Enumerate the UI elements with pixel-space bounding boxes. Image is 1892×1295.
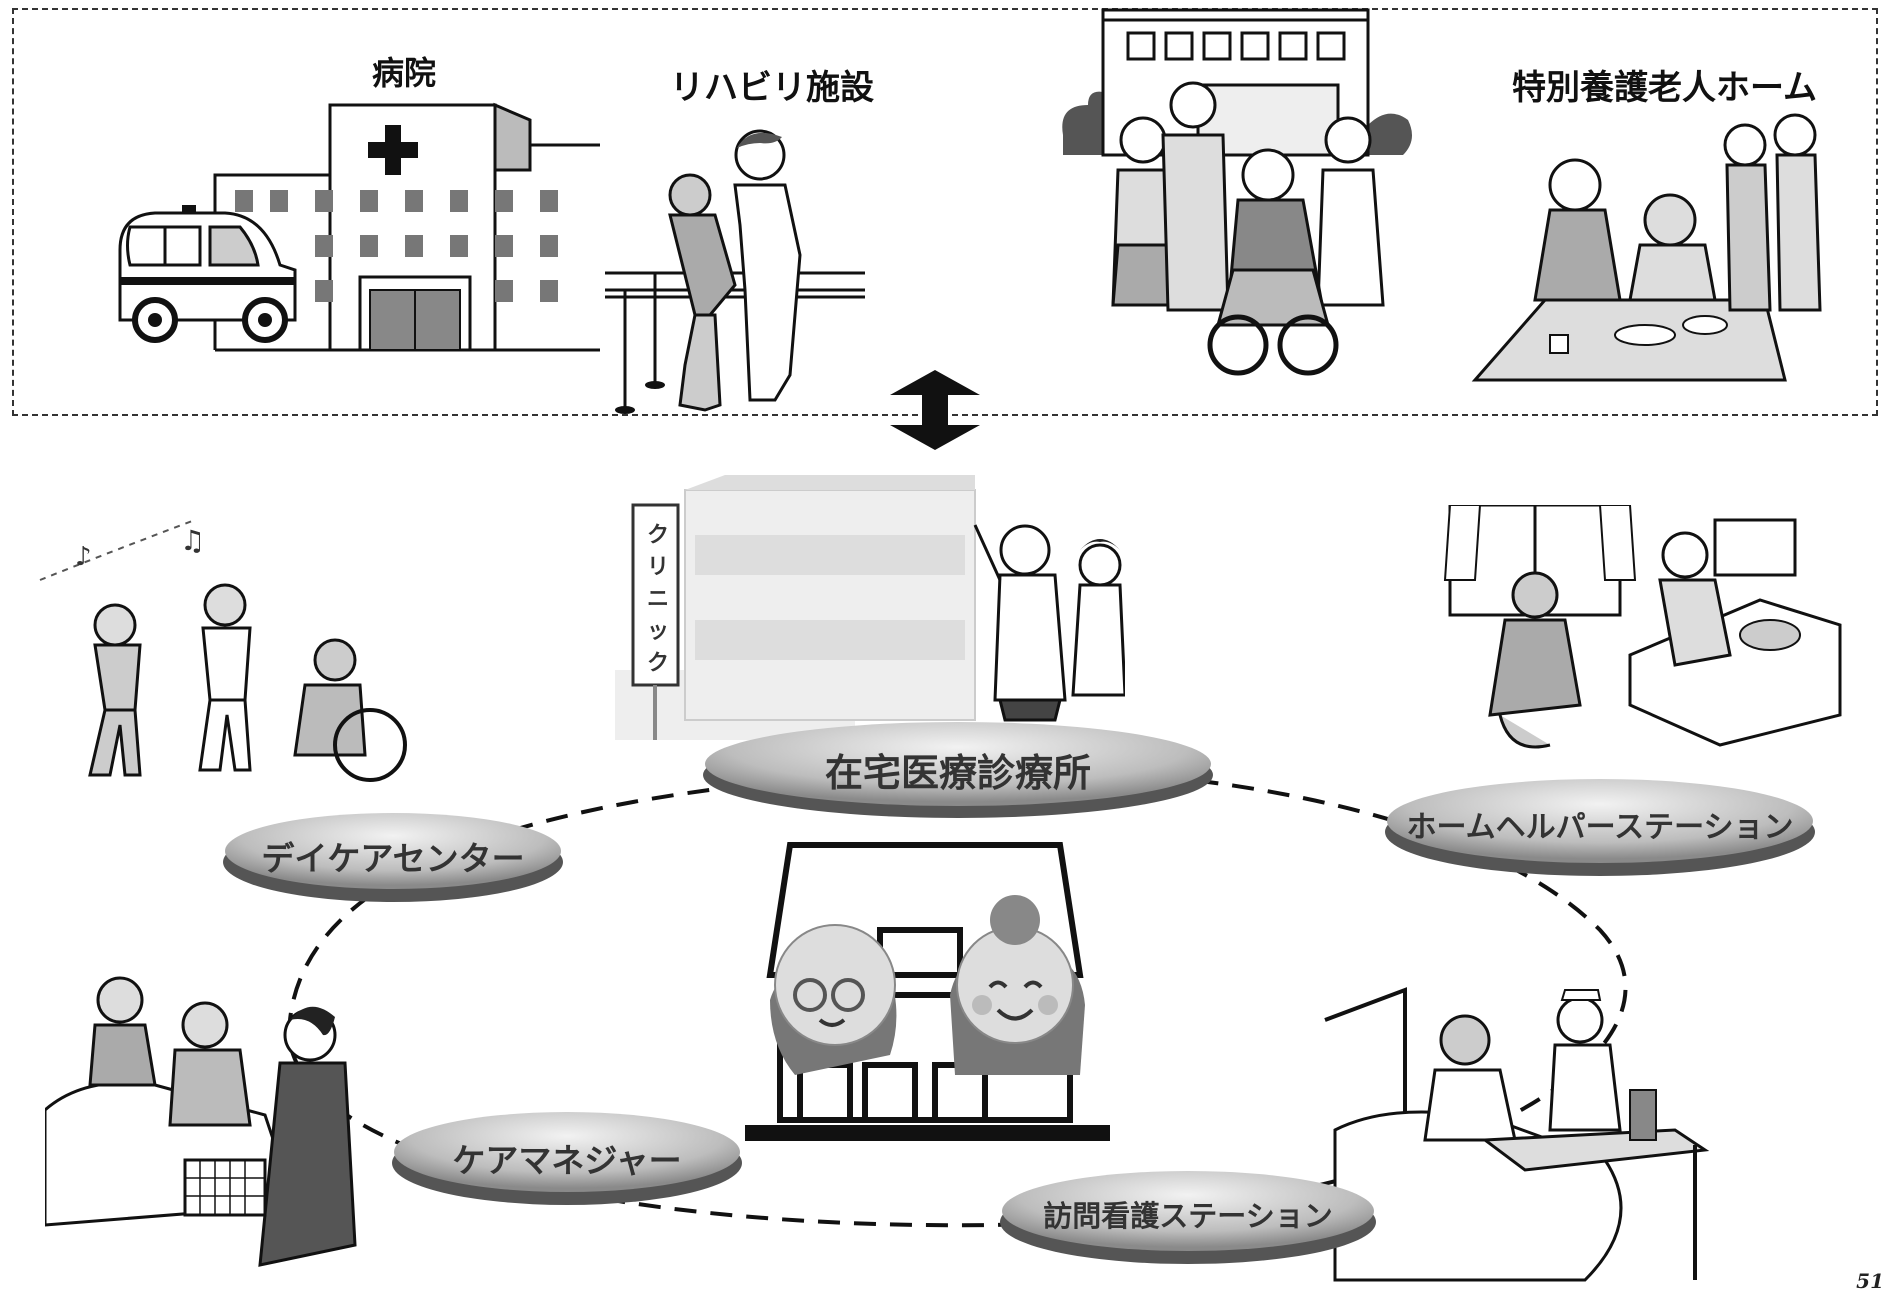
home-helper-illustration [1443, 505, 1842, 749]
nursing-home-building-illustration [1062, 8, 1412, 376]
hospital-illustration [118, 102, 600, 352]
rehab-label: リハビリ施設 [670, 68, 874, 108]
visiting-nurse-node-label: 訪問看護ステーション [1043, 1199, 1333, 1233]
hospital-label: 病院 [372, 54, 437, 92]
care-manager-node-label: ケアマネジャー [452, 1141, 682, 1180]
sign-char: ッ [646, 619, 669, 644]
clinic-node-label: 在宅医療診療所 [824, 751, 1091, 795]
svg-text:♫: ♫ [180, 524, 205, 557]
page-number: 51 [1856, 1269, 1884, 1293]
care-manager-illustration [45, 976, 357, 1267]
sign-char: ク [646, 523, 669, 548]
day-care-node-label: デイケアセンター [261, 839, 525, 878]
clinic-sign: ク リ ニ ッ ク [640, 520, 676, 680]
nursing-home-label: 特別養護老人ホーム [1512, 68, 1817, 108]
rehab-illustration [605, 129, 865, 414]
double-arrow-icon [890, 370, 980, 450]
home-helper-node-label: ホームヘルパーステーション [1406, 810, 1794, 845]
home-elderly-couple-icon [745, 842, 1110, 1141]
day-care-illustration: ♪ ♫ [39, 519, 407, 782]
sign-char: ニ [646, 587, 669, 612]
sign-char: リ [646, 555, 669, 580]
svg-text:♪: ♪ [75, 542, 92, 572]
nursing-home-dining-illustration [1471, 113, 1822, 382]
sign-char: ク [646, 651, 669, 676]
clinic-illustration [615, 475, 1125, 740]
visiting-nurse-illustration [1324, 987, 1710, 1282]
